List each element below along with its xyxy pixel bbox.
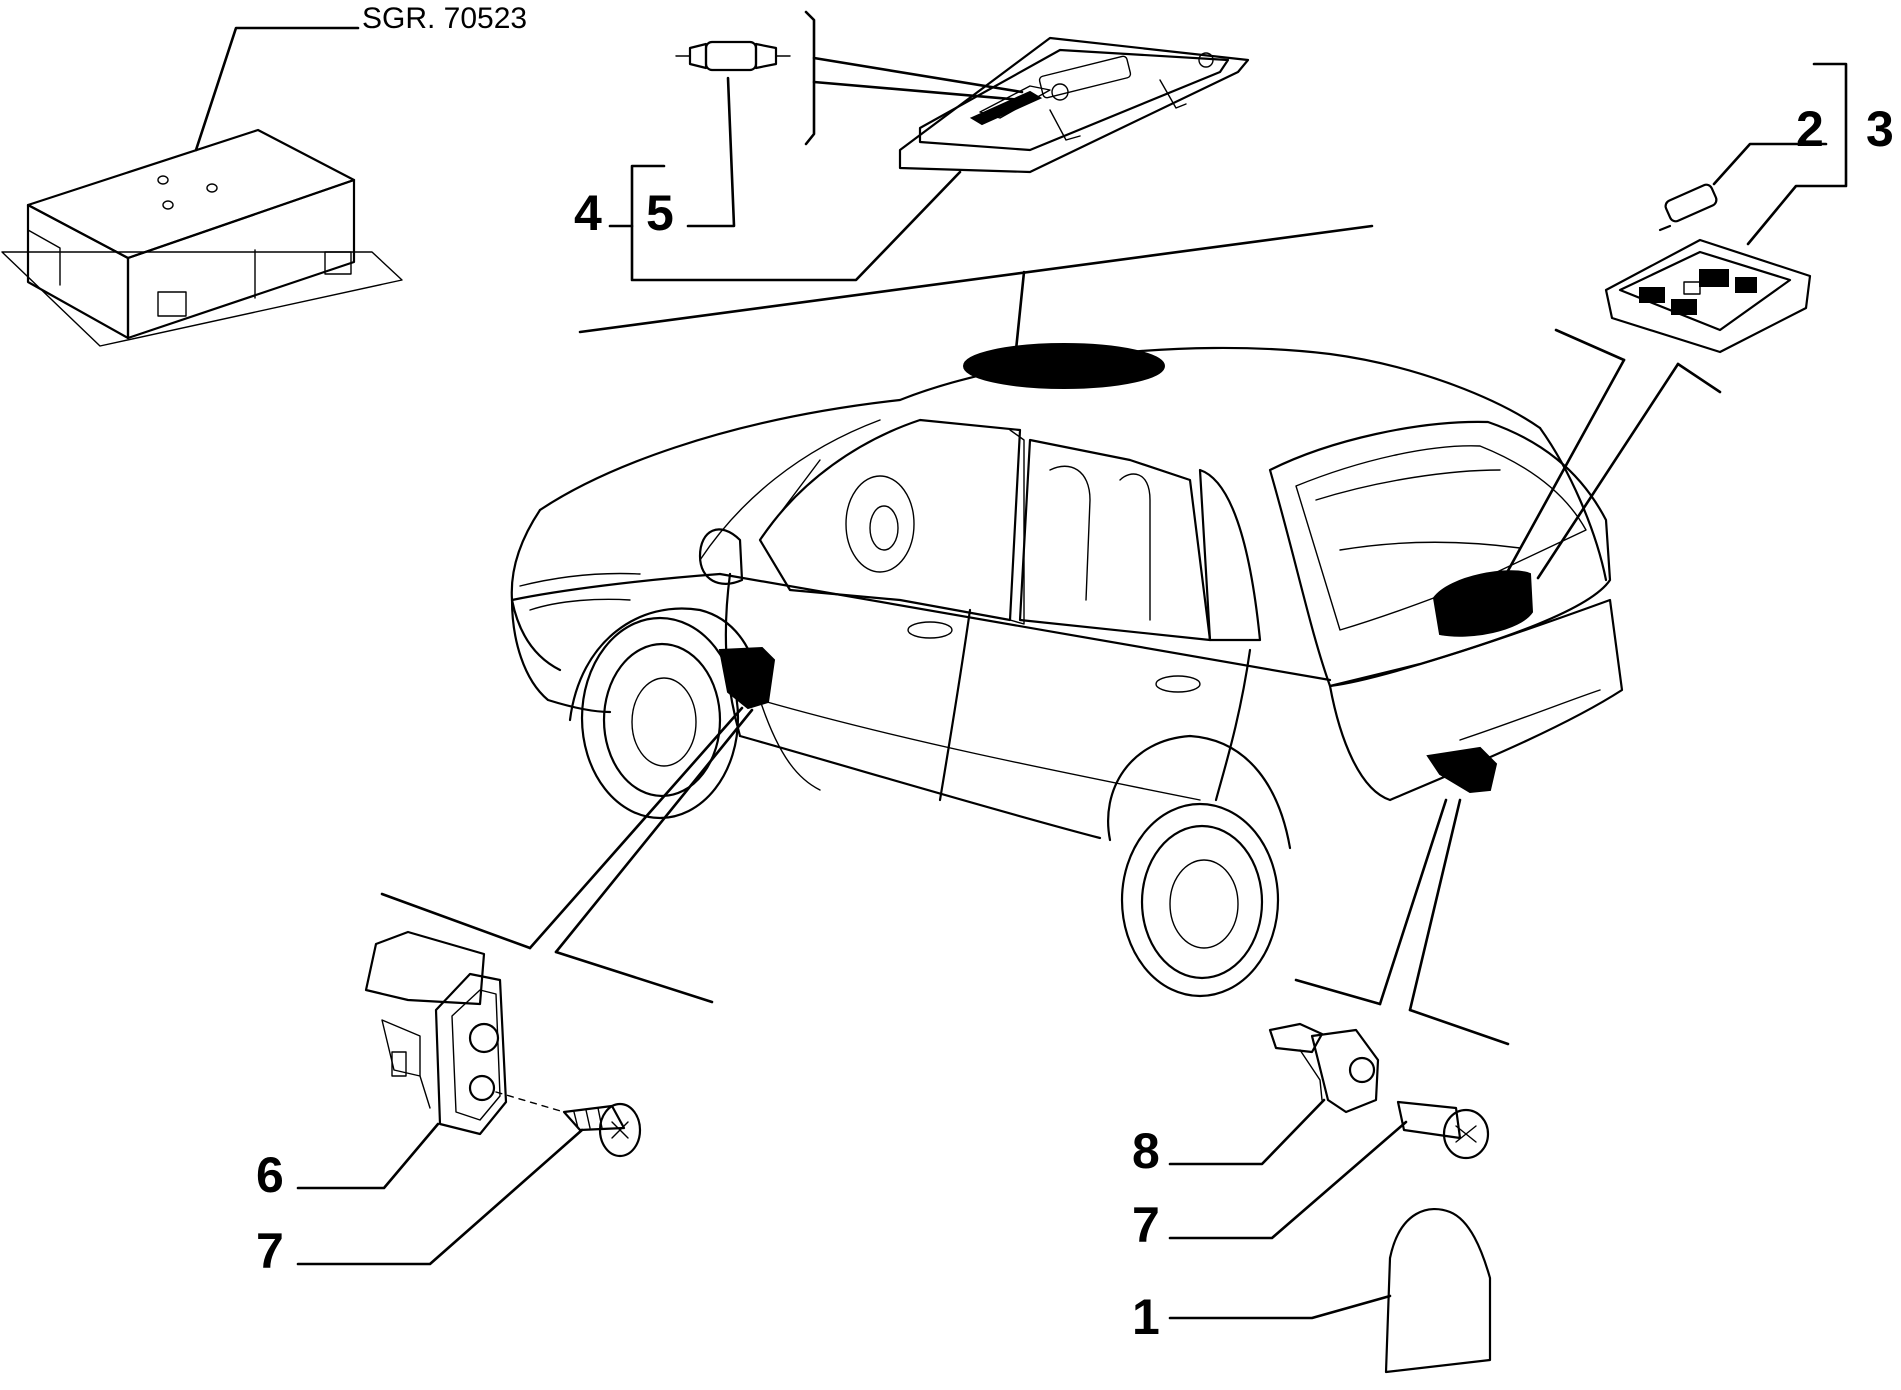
leader-7-left <box>296 1128 584 1266</box>
callout-5: 5 <box>646 185 674 241</box>
leader-6 <box>296 1122 440 1190</box>
reference-code: SGR. 70523 <box>362 2 527 35</box>
tailgate-switch <box>1268 1022 1380 1114</box>
callout-8: 8 <box>1132 1123 1160 1179</box>
festoon-bulb <box>675 40 791 72</box>
callout-4: 4 <box>574 185 602 241</box>
leader-7-right <box>1168 1120 1408 1240</box>
protective-cap <box>1384 1208 1492 1374</box>
roof-lamp-location <box>963 343 1165 389</box>
car-body <box>510 346 1624 998</box>
rear-lamp-location <box>1432 570 1534 637</box>
callout-1: 1 <box>1132 1289 1160 1345</box>
door-switch <box>364 930 508 1136</box>
bracket-2-3 <box>1746 62 1848 246</box>
leader-1 <box>1168 1294 1392 1320</box>
callout-7-left: 7 <box>256 1223 284 1279</box>
callout-6: 6 <box>256 1147 284 1203</box>
dome-lamp <box>898 36 1250 174</box>
leader-5 <box>686 76 736 228</box>
screw-right <box>1396 1100 1490 1160</box>
bracket-4-5 <box>630 164 962 282</box>
courtesy-lamp <box>1604 238 1812 354</box>
leader-2 <box>1712 142 1828 186</box>
callout-7-right: 7 <box>1132 1197 1160 1253</box>
callout-3: 3 <box>1866 101 1894 157</box>
front-door-switch-location <box>718 646 776 710</box>
screw <box>562 1102 642 1158</box>
callout-2: 2 <box>1796 101 1824 157</box>
rear-door-switch-location <box>1426 746 1498 794</box>
wedge-bulb <box>1658 183 1718 232</box>
control-unit-box <box>1 26 403 347</box>
leader-8 <box>1168 1098 1326 1166</box>
